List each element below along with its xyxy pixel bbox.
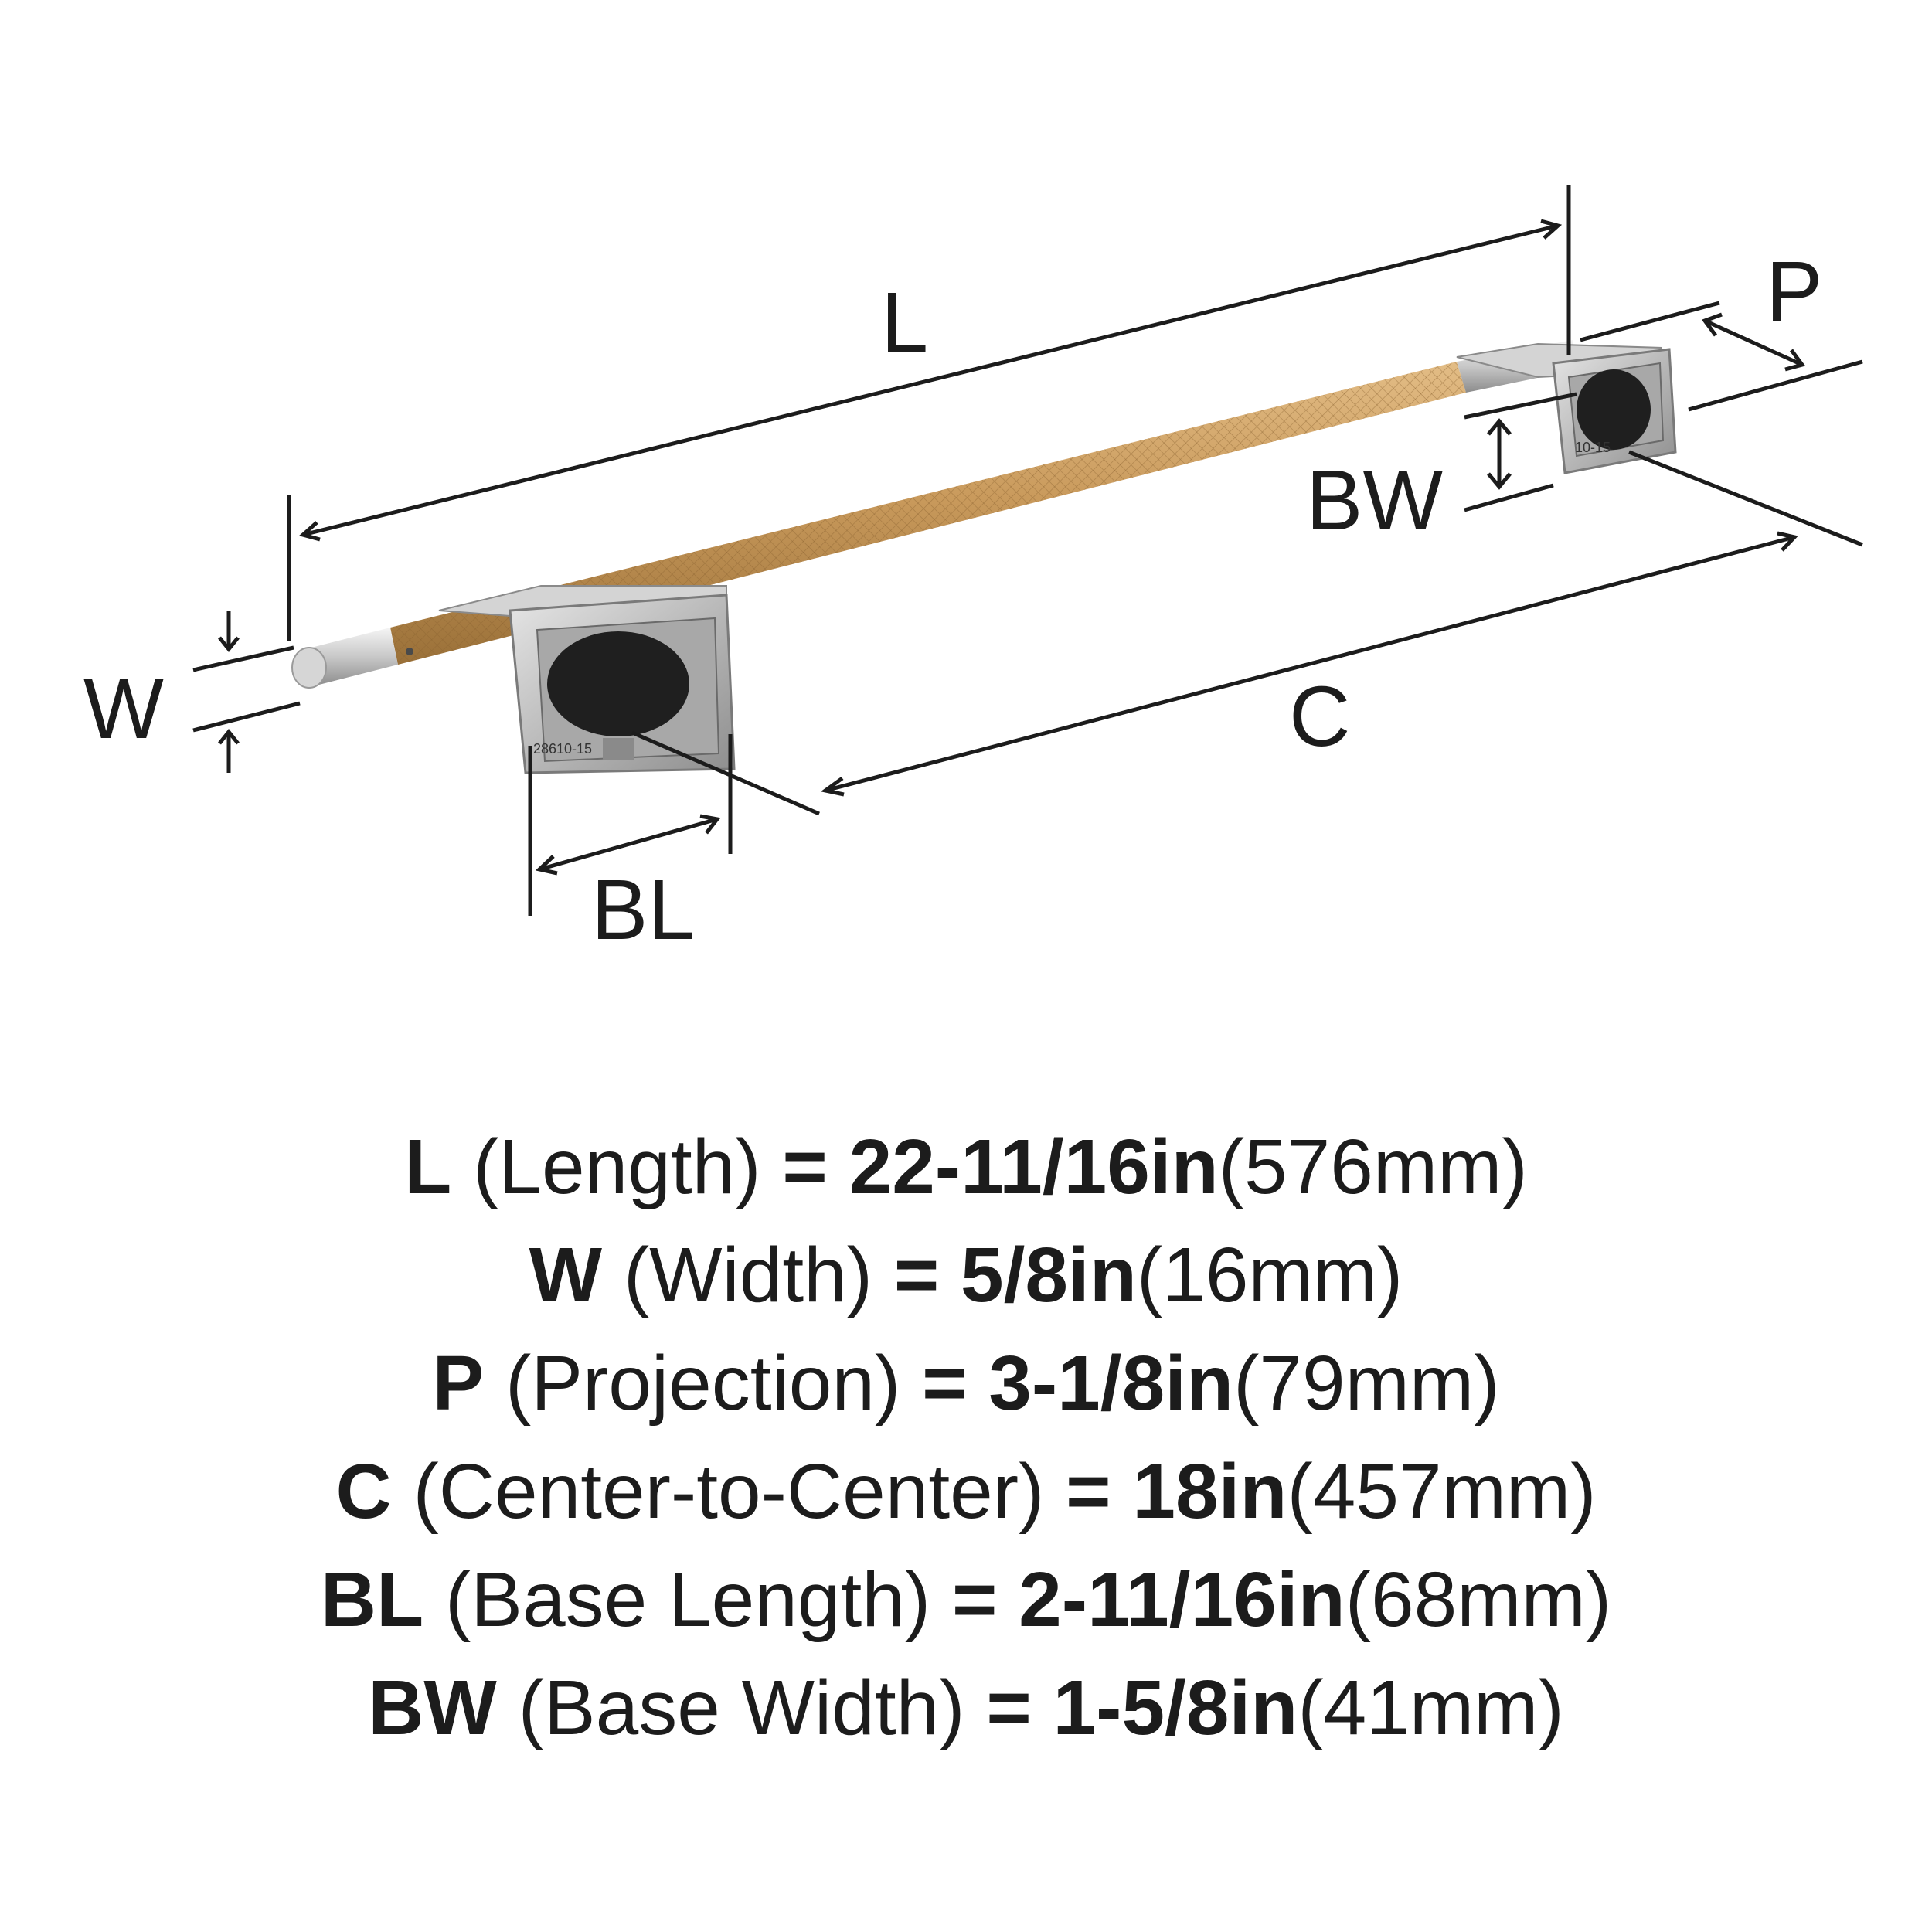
label-BL: BL <box>591 862 696 957</box>
towel-bar-dimension-diagram: 28610-15 10-15 <box>83 185 1863 957</box>
spec-base-width: BW (Base Width) = 1-5/8in(41mm) <box>368 1665 1564 1751</box>
spec-base-length: BL (Base Length) = 2-11/16in(68mm) <box>320 1556 1612 1643</box>
label-P: P <box>1766 244 1822 339</box>
spec-length: L (Length) = 22-11/16in(576mm) <box>404 1124 1528 1210</box>
label-BW: BW <box>1306 453 1443 548</box>
label-W: W <box>83 662 164 757</box>
right-base-cutout <box>1577 369 1651 450</box>
left-part-stamp: 28610-15 <box>533 741 592 757</box>
spec-center-to-center: C (Center-to-Center) = 18in(457mm) <box>335 1448 1597 1535</box>
spec-width: W (Width) = 5/8in(16mm) <box>529 1232 1403 1318</box>
end-cap <box>291 628 413 689</box>
right-part-stamp: 10-15 <box>1575 440 1611 455</box>
left-base-bracket: 28610-15 <box>438 585 736 774</box>
dimension-lines <box>192 185 1863 916</box>
right-base-bracket: 10-15 <box>1456 342 1677 474</box>
label-L: L <box>881 275 928 370</box>
dimension-specifications: L (Length) = 22-11/16in(576mm) W (Width)… <box>0 1113 1932 1762</box>
spec-projection: P (Projection) = 3-1/8in(79mm) <box>432 1340 1500 1427</box>
left-base-cutout <box>547 631 689 736</box>
label-C: C <box>1289 669 1350 764</box>
